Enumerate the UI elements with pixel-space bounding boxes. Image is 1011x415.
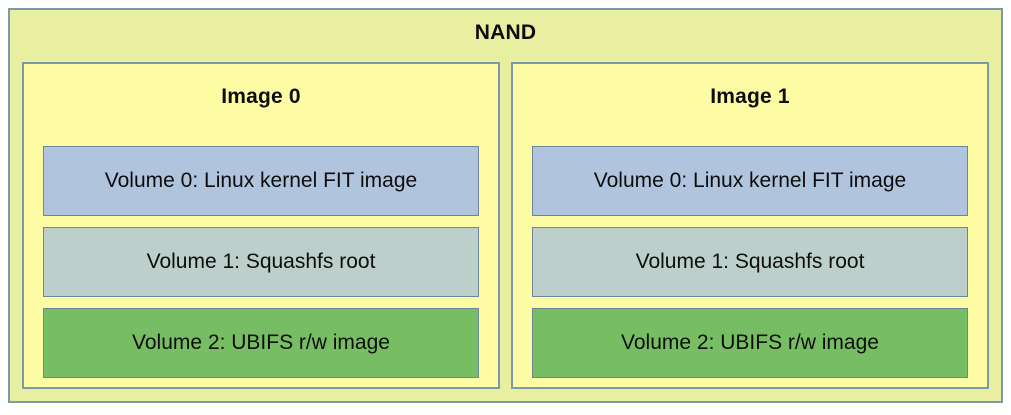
image-panel-1: Image 1 Volume 0: Linux kernel FIT image… [511, 62, 989, 389]
volume-box-squashfs: Volume 1: Squashfs root [532, 227, 968, 297]
volume-box-ubifs: Volume 2: UBIFS r/w image [532, 308, 968, 378]
image-panel-0-title: Image 0 [221, 85, 301, 108]
image-panel-1-title: Image 1 [710, 85, 790, 108]
volume-box-kernel: Volume 0: Linux kernel FIT image [43, 146, 479, 216]
image-panel-0: Image 0 Volume 0: Linux kernel FIT image… [22, 62, 500, 389]
image-panel-row: Image 0 Volume 0: Linux kernel FIT image… [22, 62, 989, 389]
nand-container: NAND Image 0 Volume 0: Linux kernel FIT … [8, 8, 1003, 403]
nand-title: NAND [474, 21, 537, 44]
image-panel-0-volume-stack: Volume 0: Linux kernel FIT image Volume … [43, 146, 479, 378]
volume-box-squashfs: Volume 1: Squashfs root [43, 227, 479, 297]
volume-box-kernel: Volume 0: Linux kernel FIT image [532, 146, 968, 216]
volume-box-ubifs: Volume 2: UBIFS r/w image [43, 308, 479, 378]
image-panel-1-volume-stack: Volume 0: Linux kernel FIT image Volume … [532, 146, 968, 378]
